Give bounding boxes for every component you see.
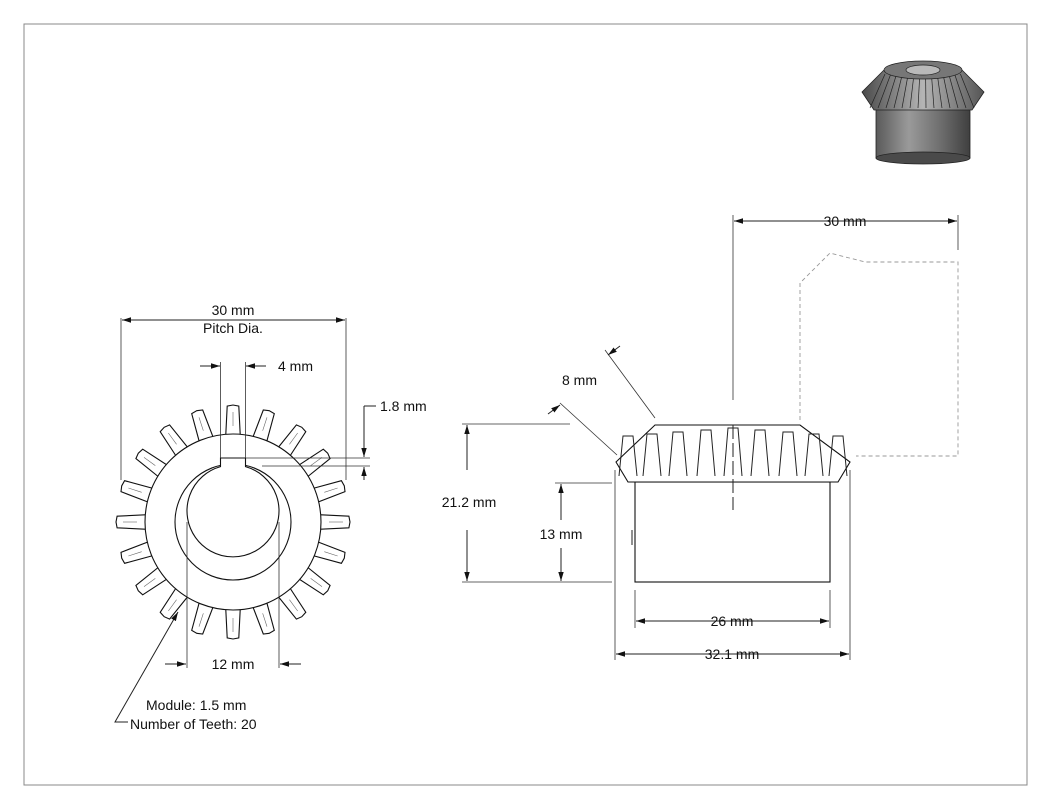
pitch-dia-caption: Pitch Dia. — [203, 320, 263, 336]
side-tooth — [696, 429, 716, 477]
tooth-center-line — [198, 417, 204, 431]
iso-tooth-line — [893, 73, 903, 109]
tooth-center-line — [198, 613, 204, 627]
keyway-depth-label: 1.8 mm — [380, 398, 427, 414]
bore-with-keyway — [186, 457, 280, 558]
tooth-center-line — [310, 578, 323, 587]
tooth-center-line — [143, 578, 156, 587]
side-tooth — [618, 435, 638, 477]
pitch-diameter-label: 30 mm — [212, 302, 255, 318]
tooth-center-line — [168, 599, 177, 612]
iso-tooth-line — [948, 73, 959, 109]
tooth-center-line — [128, 551, 142, 557]
tooth-center-line — [143, 457, 156, 466]
tooth-center-line — [324, 551, 338, 557]
module-note: Module: 1.5 mm — [146, 697, 246, 713]
side-tooth — [828, 435, 848, 477]
mating-gear-hidden-outline — [799, 252, 959, 457]
tooth-center-line — [262, 613, 268, 627]
bevel-teeth-side — [618, 427, 848, 477]
side-tooth — [778, 431, 798, 477]
side-view: 30 mm 8 mm 21.2 mm 13 mm 26 mm 32.1 mm — [442, 213, 959, 662]
iso-tooth-line — [877, 73, 892, 109]
sheet-border — [23, 23, 1028, 786]
iso-tooth-line — [917, 73, 921, 109]
gear-teeth — [115, 404, 351, 640]
hub-diameter-label: 26 mm — [711, 613, 754, 629]
tooth-center-line — [289, 432, 298, 445]
iso-tooth-line — [931, 73, 935, 109]
side-tooth — [642, 433, 662, 477]
front-view: 30 mm Pitch Dia. 4 mm 1.8 mm 12 mm Modul… — [114, 302, 427, 732]
keyway-width-label: 4 mm — [278, 358, 313, 374]
iso-tooth-line — [942, 73, 951, 109]
hub-height-label: 13 mm — [540, 526, 583, 542]
top-width-label: 30 mm — [824, 213, 867, 229]
iso-tooth-line — [909, 73, 915, 109]
iso-tooth-line — [869, 73, 886, 109]
tooth-center-line — [324, 487, 338, 493]
tooth-center-line — [168, 432, 177, 445]
iso-tooth-line — [954, 73, 967, 109]
iso-tooth-line — [901, 73, 909, 109]
tooth-center-line — [262, 417, 268, 431]
tooth-center-line — [310, 457, 323, 466]
teeth-count-note: Number of Teeth: 20 — [130, 716, 257, 732]
side-tooth — [750, 429, 770, 477]
side-tooth — [804, 433, 824, 477]
tooth-center-line — [128, 487, 142, 493]
face-width-label: 8 mm — [562, 372, 597, 388]
iso-tooth-line — [936, 73, 943, 109]
isometric-thumbnail — [861, 60, 985, 165]
iso-tooth-line — [960, 73, 975, 109]
outer-diameter-label: 32.1 mm — [705, 646, 759, 662]
iso-tooth-line — [885, 73, 897, 109]
total-height-label: 21.2 mm — [442, 494, 496, 510]
bore-diameter-label: 12 mm — [212, 656, 255, 672]
side-tooth — [668, 431, 688, 477]
tooth-center-line — [289, 599, 298, 612]
